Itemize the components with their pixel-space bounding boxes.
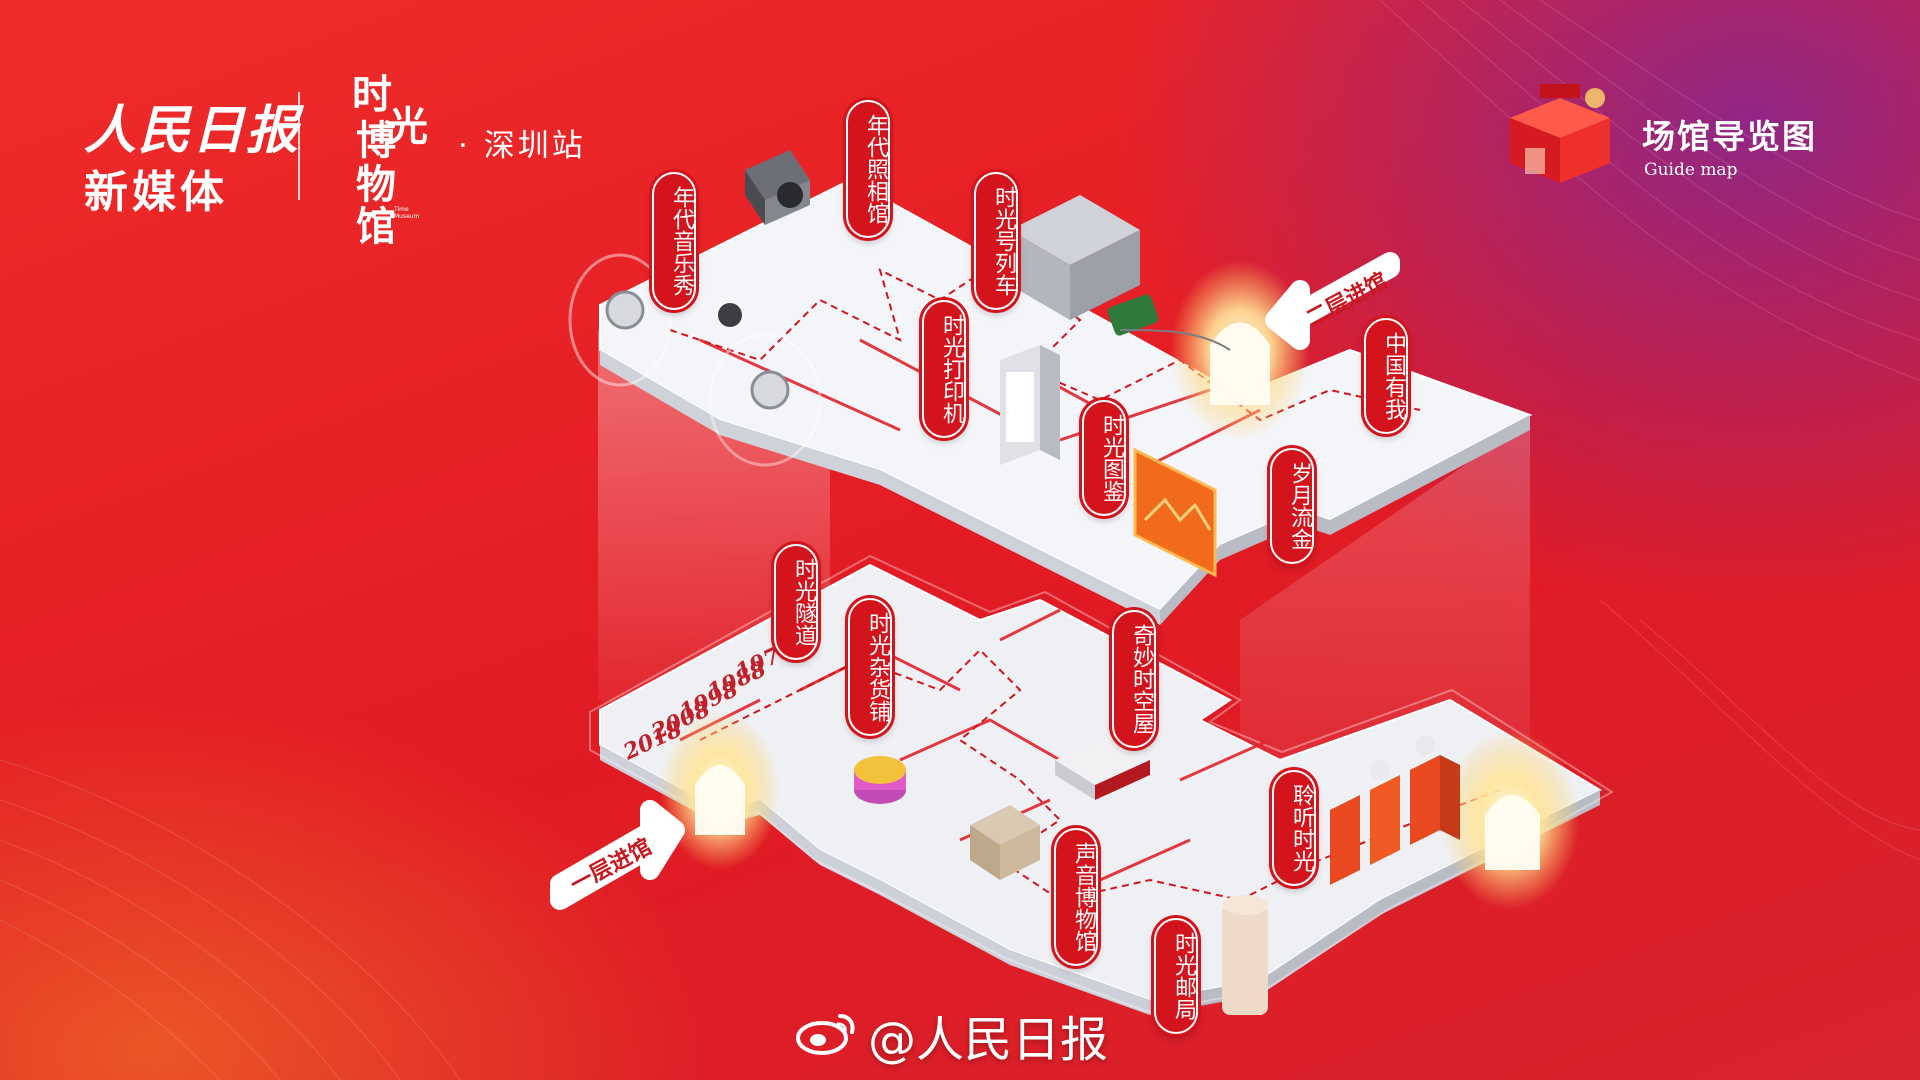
camera-icon	[745, 150, 810, 225]
guide-map-title: 场馆导览图	[1642, 117, 1817, 156]
entrance-arrows	[550, 252, 1400, 910]
guide-map-subtitle: Guide map	[1644, 160, 1738, 180]
weibo-icon	[796, 1014, 855, 1055]
exhibit-props	[568, 150, 1460, 1015]
tag-sound-museum: 声音博物馆	[1054, 828, 1098, 966]
speaker-stand-icon	[1330, 735, 1460, 885]
tag-tunnel: 时光隧道	[774, 544, 818, 660]
time-museum-char: 时	[352, 71, 392, 118]
tag-music-show: 年代音乐秀	[652, 172, 696, 310]
people-daily-logo: 人民日报	[84, 100, 301, 161]
time-museum-logo: 时 光 博 物 馆 Time Museum	[350, 60, 450, 250]
tag-photo-studio: 年代照相馆	[846, 100, 890, 238]
tag-china-and-me: 中国有我	[1364, 318, 1408, 434]
train-icon	[1010, 195, 1231, 351]
glow-doorways	[660, 260, 1580, 910]
grocery-box-icon	[854, 756, 906, 804]
tag-grocery: 时光杂货铺	[848, 598, 892, 736]
tag-post-office: 时光邮局	[1154, 918, 1198, 1034]
guide-building-icon	[1510, 84, 1610, 183]
tag-atlas: 时光图鉴	[1082, 400, 1126, 516]
floor-2-entrance-arrow	[1265, 252, 1400, 350]
tag-wonder-house: 奇妙时空屋	[1112, 610, 1156, 748]
floor-1-entrance-arrow	[550, 800, 685, 910]
weibo-watermark: @人民日报	[868, 1012, 1109, 1068]
time-museum-char: 物	[356, 161, 396, 208]
station-label: · 深圳站	[458, 128, 586, 164]
picture-frame-icon	[1133, 447, 1217, 578]
music-stage-icon	[568, 253, 822, 467]
postbox-icon	[1222, 895, 1268, 1015]
tag-listen: 聆听时光	[1272, 770, 1316, 886]
tag-printer: 时光打印机	[922, 300, 966, 438]
game-console-icon	[1055, 735, 1150, 800]
time-museum-char: 光	[388, 103, 428, 150]
time-museum-char: 博	[356, 117, 396, 164]
tag-golden-years: 岁月流金	[1270, 448, 1314, 564]
tag-train: 时光号列车	[974, 172, 1018, 310]
time-museum-english: Time Museum	[394, 206, 420, 220]
printer-kiosk-icon	[1000, 345, 1060, 465]
time-museum-char: 馆	[356, 203, 396, 250]
new-media-label: 新媒体	[84, 167, 228, 218]
retro-tv-icon	[970, 805, 1040, 880]
header-divider	[298, 92, 300, 200]
